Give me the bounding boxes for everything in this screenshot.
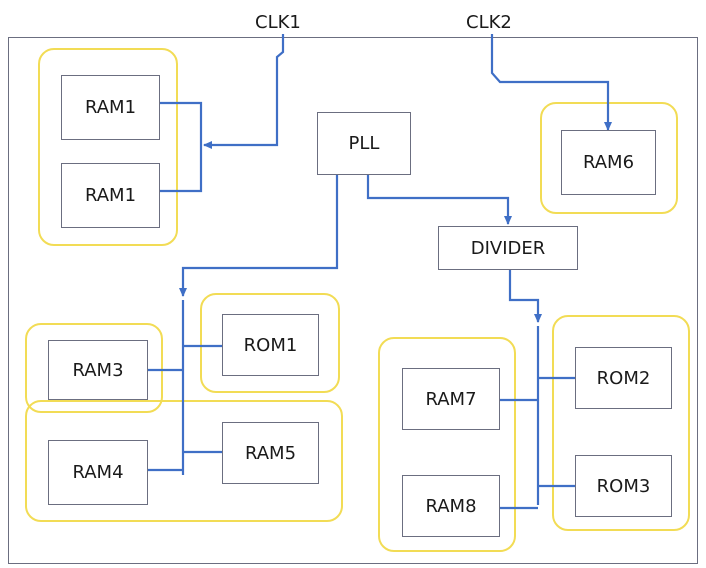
ram3-group: [25, 323, 163, 413]
rom1-group: [200, 293, 340, 393]
chip-boundary: [8, 37, 698, 564]
ram4-block: RAM4: [48, 440, 148, 505]
clk1-wire: [203, 34, 285, 149]
ram1-bottom-block: RAM1: [61, 163, 160, 228]
ram7-block: RAM7: [402, 368, 500, 430]
clk1-label: CLK1: [255, 12, 301, 33]
pll-block: PLL: [317, 112, 411, 175]
divider-block: DIVIDER: [438, 226, 578, 270]
ram8-block: RAM8: [402, 475, 500, 537]
ram1-top-block: RAM1: [61, 75, 160, 140]
ram6-block: RAM6: [561, 130, 656, 195]
clk2-label: CLK2: [466, 12, 512, 33]
clk2-wire: [490, 34, 612, 131]
pll-divider-wire: [366, 174, 512, 225]
clk1-domain-group: [38, 48, 178, 246]
ram7-ram8-group: [378, 337, 516, 552]
divider-out-wire: [508, 270, 542, 323]
ram5-block: RAM5: [222, 422, 319, 484]
ram1-top-link: [160, 101, 203, 193]
rom3-block: ROM3: [575, 455, 672, 517]
rom2-rom3-group: [552, 315, 690, 531]
ram3-block: RAM3: [48, 340, 148, 400]
rom1-block: ROM1: [222, 314, 319, 376]
pll-left-wire: [179, 174, 339, 297]
rom2-block: ROM2: [575, 347, 672, 409]
